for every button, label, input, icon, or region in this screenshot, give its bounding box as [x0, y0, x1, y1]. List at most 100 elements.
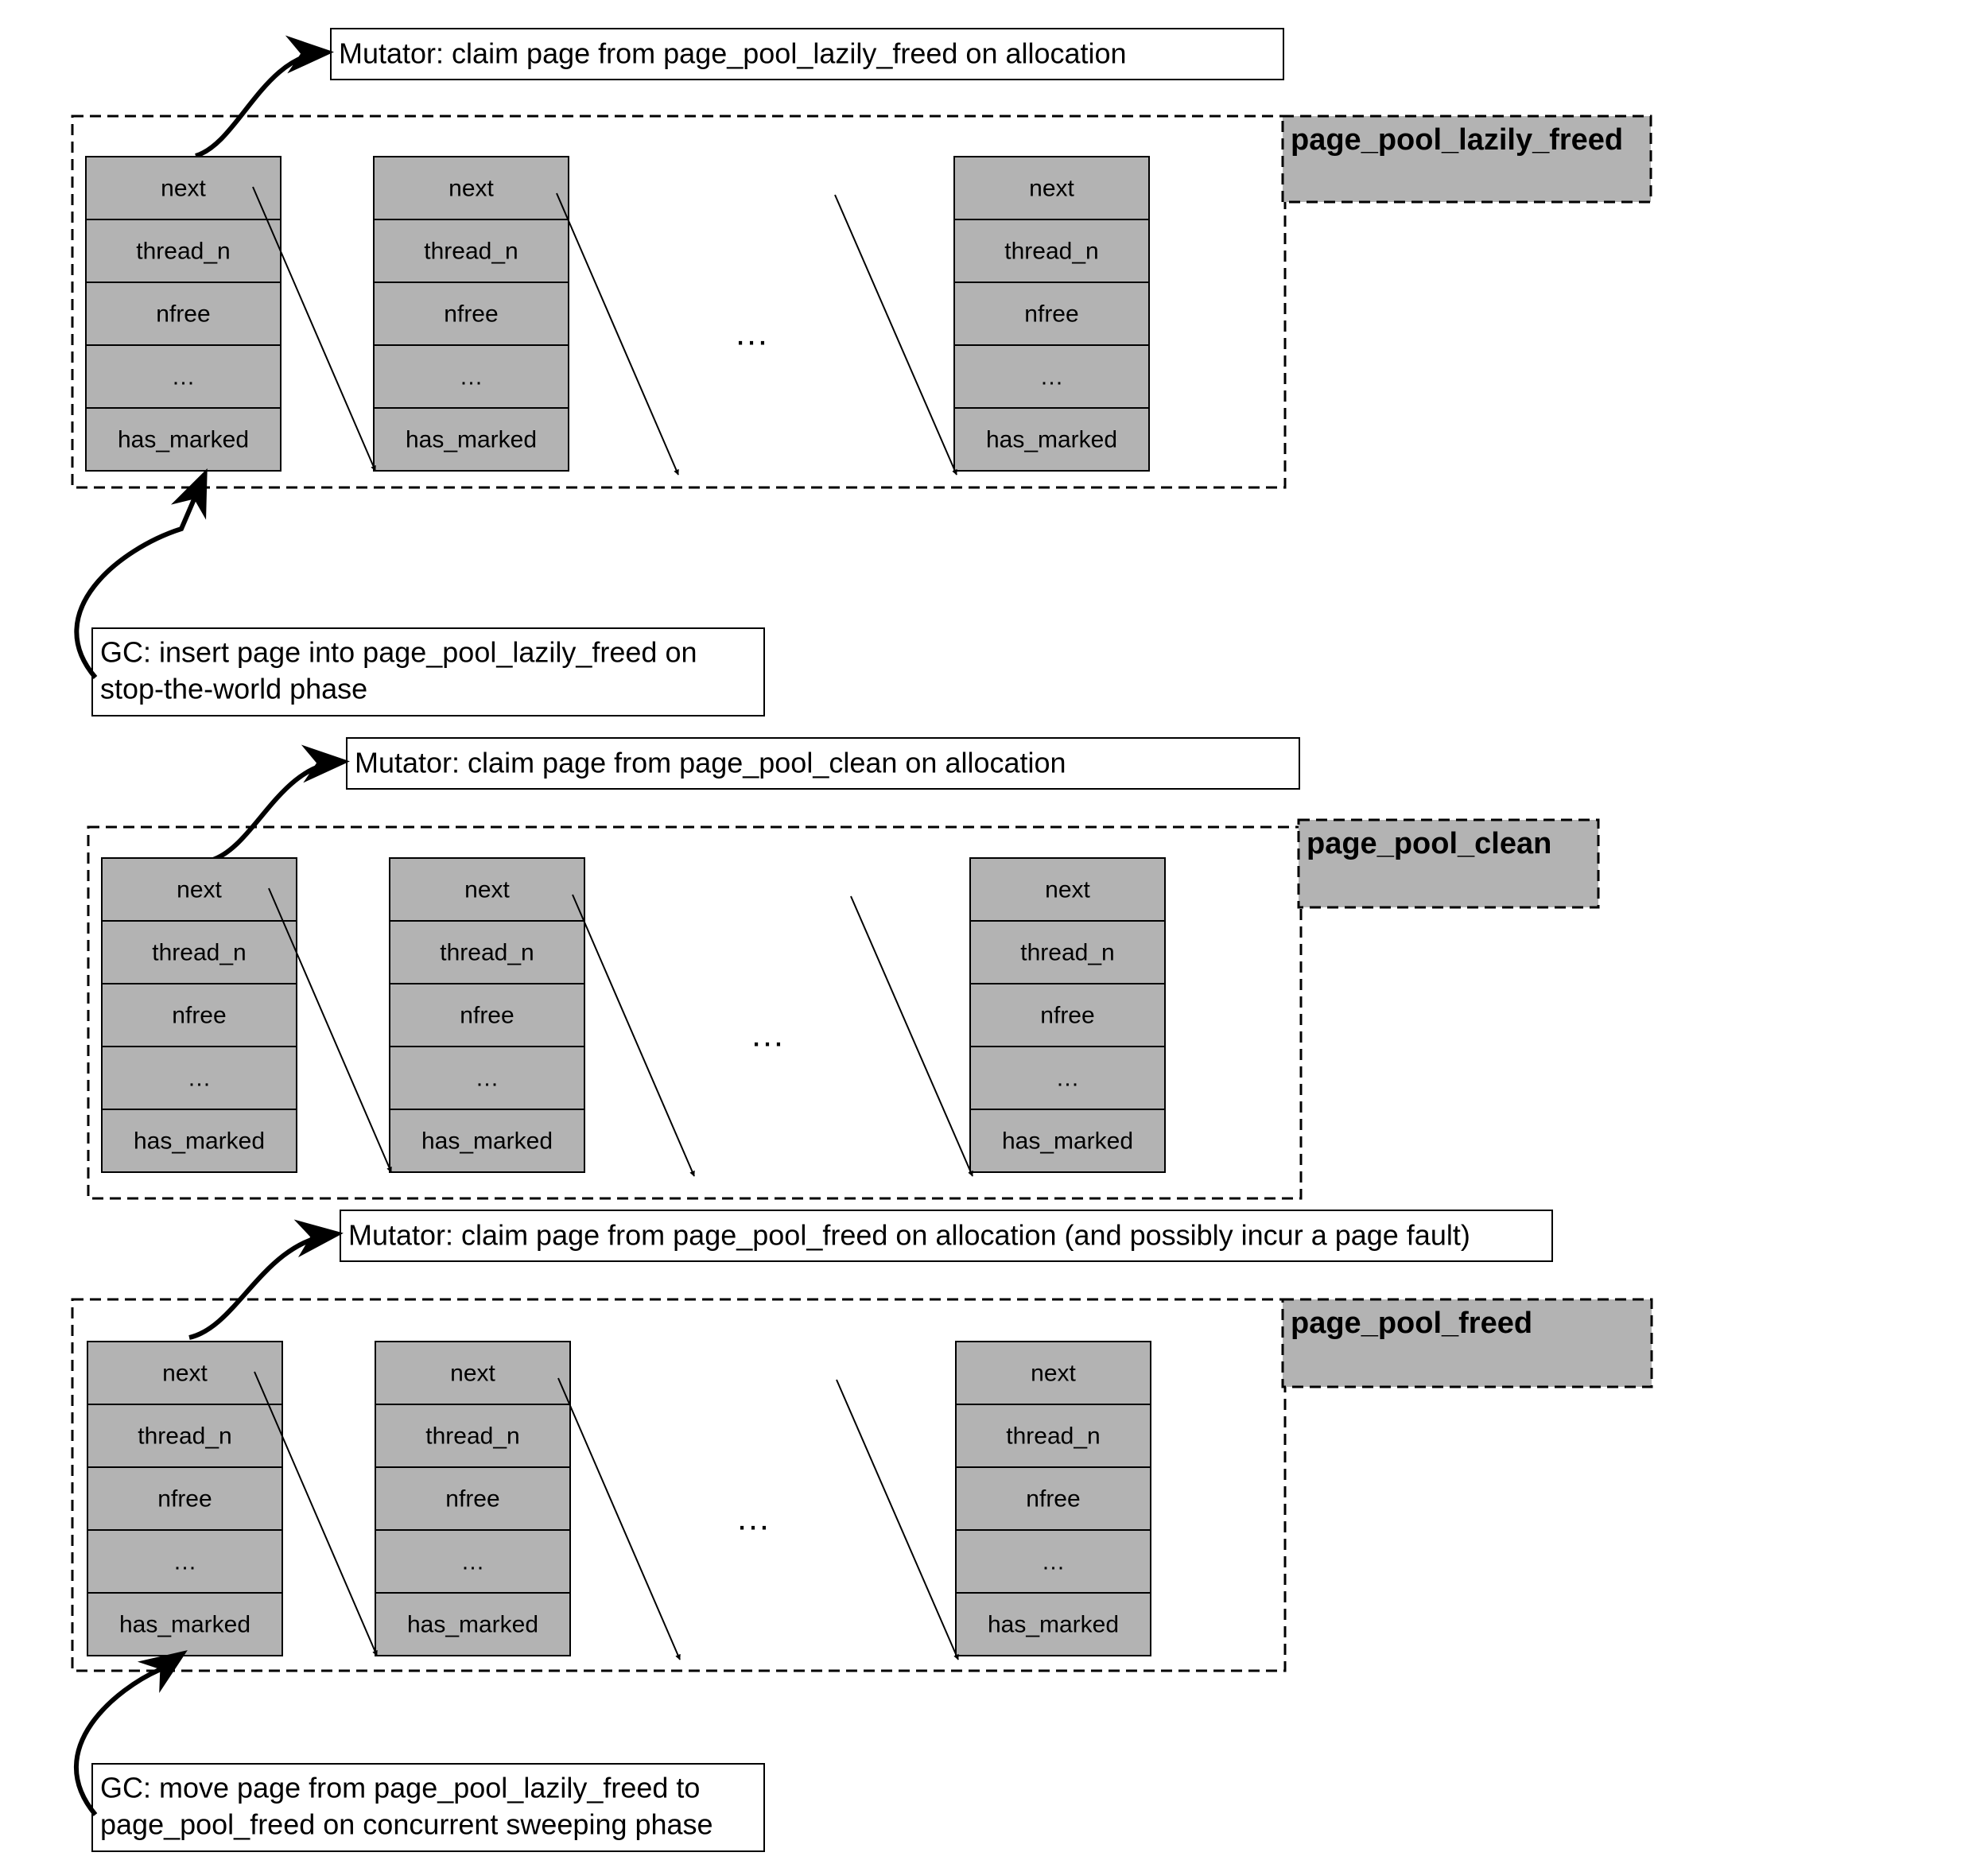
page-field-label: has_marked: [118, 426, 249, 452]
pages-ellipsis: …: [736, 1499, 771, 1538]
mutator-note-text: Mutator: claim page from page_pool_lazil…: [339, 37, 1127, 70]
page-field-label: thread_n: [440, 939, 534, 965]
page-field-cell: [375, 1529, 571, 1594]
page-field-cell: [953, 407, 1150, 472]
pool-label: page_pool_freed: [1291, 1307, 1532, 1340]
pages-ellipsis: …: [734, 314, 769, 353]
pool-section: Mutator: claim page from page_pool_lazil…: [71, 28, 1652, 716]
next-pointer-arrow: [254, 1371, 378, 1656]
page-field-cell: [101, 1046, 297, 1110]
gc-note-box: [91, 1763, 765, 1852]
page-field-label: has_marked: [407, 1611, 538, 1637]
mutator-claim-arrow: [210, 744, 350, 863]
mutator-note-box: [330, 28, 1284, 80]
page-field-label: has_marked: [986, 426, 1117, 452]
page-field-label: thread_n: [1020, 939, 1114, 965]
page-field-label: …: [1040, 363, 1064, 390]
page-field-label: next: [1029, 175, 1074, 201]
pool-label: page_pool_clean: [1307, 827, 1551, 860]
page-field-label: nfree: [1040, 1002, 1094, 1028]
page-field-label: nfree: [445, 1485, 499, 1512]
next-pointer-arrow: [850, 895, 973, 1177]
page-field-label: thread_n: [152, 939, 246, 965]
page-field-cell: [373, 407, 569, 472]
next-pointer-arrow: [556, 192, 679, 476]
page-field-cell: [375, 1592, 571, 1656]
page-field-label: next: [177, 876, 222, 903]
page-field-label: nfree: [1024, 301, 1078, 327]
page-field-label: next: [1045, 876, 1090, 903]
page-field-label: …: [172, 363, 196, 390]
page-field-label: thread_n: [136, 238, 230, 264]
page-field-cell: [969, 920, 1166, 984]
pool-container: [71, 115, 1287, 489]
page-field-label: next: [1031, 1360, 1076, 1386]
page-field-cell: [955, 1529, 1151, 1594]
page-field-cell: [87, 1404, 283, 1468]
page-field-label: next: [448, 175, 494, 201]
page-field-label: thread_n: [1004, 238, 1098, 264]
page-field-label: next: [161, 175, 206, 201]
pool-label-box: [1297, 818, 1600, 909]
gc-note-text: GC: move page from page_pool_lazily_free…: [100, 1772, 700, 1804]
page-field-label: nfree: [172, 1002, 226, 1028]
pool-container: [87, 825, 1303, 1200]
pool-label-box: [1281, 1298, 1653, 1388]
page-field-cell: [389, 1109, 585, 1173]
page-field-cell: [955, 1341, 1151, 1405]
page-field-label: nfree: [156, 301, 210, 327]
page-field-cell: [953, 156, 1150, 220]
pool-section: Mutator: claim page from page_pool_clean…: [87, 737, 1600, 1200]
pool-container: [71, 1298, 1287, 1672]
page-field-cell: [373, 156, 569, 220]
page-field-cell: [85, 282, 282, 346]
page-field-label: …: [1056, 1065, 1080, 1091]
page-field-label: thread_n: [1006, 1423, 1100, 1449]
page-field-cell: [85, 407, 282, 472]
page-field-label: has_marked: [988, 1611, 1119, 1637]
page-field-label: nfree: [1026, 1485, 1080, 1512]
page-field-label: has_marked: [1002, 1128, 1133, 1154]
gc-note-text: page_pool_freed on concurrent sweeping p…: [100, 1808, 713, 1841]
page-field-cell: [953, 282, 1150, 346]
page-field-cell: [373, 344, 569, 409]
page-field-cell: [953, 344, 1150, 409]
mutator-note-text: Mutator: claim page from page_pool_freed…: [348, 1219, 1470, 1252]
pool-label-box: [1281, 115, 1652, 204]
pages-ellipsis: …: [750, 1015, 785, 1054]
next-pointer-arrow: [268, 887, 392, 1173]
page-field-label: …: [173, 1548, 197, 1575]
next-pointer-arrow: [557, 1377, 681, 1660]
page-field-cell: [375, 1404, 571, 1468]
gc-note-text: GC: insert page into page_pool_lazily_fr…: [100, 636, 697, 669]
mutator-claim-arrow: [188, 1219, 344, 1340]
gc-note-box: [91, 627, 765, 716]
gc-note-text: stop-the-world phase: [100, 673, 367, 705]
mutator-note-text: Mutator: claim page from page_pool_clean…: [355, 747, 1066, 779]
page-field-cell: [85, 344, 282, 409]
page-field-label: has_marked: [134, 1128, 265, 1154]
page-field-label: …: [460, 363, 483, 390]
page-field-cell: [373, 282, 569, 346]
page-field-label: has_marked: [406, 426, 537, 452]
page-field-cell: [101, 857, 297, 922]
page-field-label: thread_n: [424, 238, 518, 264]
page-field-cell: [969, 1046, 1166, 1110]
gc-insert-arrow: [74, 468, 208, 679]
pool-label: page_pool_lazily_freed: [1291, 123, 1623, 157]
page-field-cell: [969, 983, 1166, 1047]
page-field-label: next: [464, 876, 510, 903]
pool-section: Mutator: claim page from page_pool_freed…: [71, 1210, 1653, 1852]
page-field-cell: [955, 1404, 1151, 1468]
page-field-label: thread_n: [138, 1423, 231, 1449]
next-pointer-arrow: [834, 194, 957, 476]
page-field-label: …: [1042, 1548, 1066, 1575]
page-field-label: has_marked: [421, 1128, 553, 1154]
page-field-label: …: [188, 1065, 212, 1091]
